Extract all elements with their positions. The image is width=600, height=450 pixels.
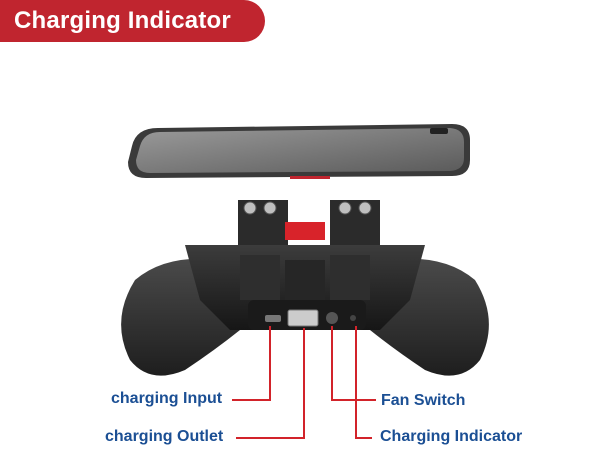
title-banner: Charging Indicator (0, 0, 265, 42)
callout-fan-switch: Fan Switch (381, 392, 466, 409)
controller-body (185, 245, 425, 330)
usb-a-port (287, 309, 319, 327)
micro-usb-port (265, 315, 281, 322)
callout-charging-indicator: Charging Indicator (380, 428, 523, 445)
phone (128, 124, 470, 179)
callout-charging-outlet: charging Outlet (105, 428, 224, 445)
callout-charging-input: charging Input (111, 390, 223, 407)
trigger-assembly (238, 200, 380, 250)
charging-led (350, 315, 356, 321)
notch (430, 128, 448, 134)
phone-red-accent (290, 176, 330, 179)
page-title: Charging Indicator (14, 7, 231, 34)
clamp-red-block (285, 222, 325, 240)
leader-lines (232, 326, 376, 439)
fan-switch-button (326, 312, 338, 324)
